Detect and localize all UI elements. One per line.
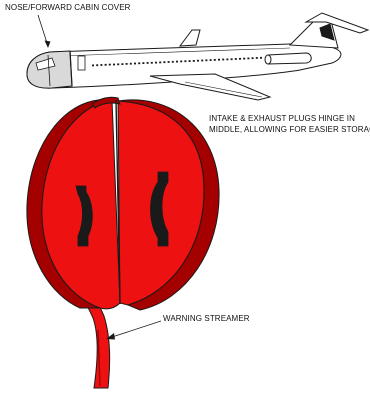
passenger-window [92, 65, 94, 67]
passenger-window [235, 58, 237, 60]
passenger-window [168, 61, 170, 63]
airplane-far-wing [180, 30, 200, 46]
passenger-window [205, 59, 207, 61]
passenger-window [210, 59, 212, 61]
passenger-window [163, 61, 165, 63]
intake-exhaust-plug [27, 97, 219, 388]
passenger-window [142, 62, 144, 64]
intake-exhaust-label-line1: INTAKE & EXHAUST PLUGS HINGE IN [209, 114, 370, 125]
passenger-window [193, 60, 195, 62]
passenger-window [172, 61, 174, 63]
passenger-window [121, 63, 123, 65]
passenger-window [126, 63, 128, 65]
passenger-window [201, 60, 203, 62]
passenger-window [180, 61, 182, 63]
nose-cover-label: NOSE/FORWARD CABIN COVER [5, 3, 131, 14]
passenger-window [184, 60, 186, 62]
intake-exhaust-label-line2: MIDDLE, ALLOWING FOR EASIER STORAGE [209, 125, 370, 136]
passenger-window [231, 58, 233, 60]
warning-streamer-leader [106, 321, 161, 340]
passenger-window [218, 59, 220, 61]
passenger-window [197, 60, 199, 62]
passenger-window [222, 59, 224, 61]
passenger-window [226, 59, 228, 61]
passenger-window [113, 64, 115, 66]
passenger-window [130, 63, 132, 65]
passenger-window [252, 57, 254, 59]
rear-engine [268, 53, 311, 64]
nose-cover-leader [38, 15, 51, 48]
airplane-illustration [27, 13, 368, 100]
passenger-window [260, 57, 262, 59]
passenger-window [117, 63, 119, 65]
passenger-window [134, 63, 136, 65]
passenger-window [105, 64, 107, 66]
passenger-window [239, 58, 241, 60]
passenger-window [243, 58, 245, 60]
passenger-window [247, 58, 249, 60]
cabin-door [78, 56, 85, 70]
passenger-window [155, 62, 157, 64]
intake-exhaust-label: INTAKE & EXHAUST PLUGS HINGE IN MIDDLE, … [209, 114, 370, 135]
engine-intake [265, 55, 271, 64]
warning-streamer-label: WARNING STREAMER [163, 314, 250, 325]
passenger-window [147, 62, 149, 64]
passenger-window [100, 64, 102, 66]
passenger-window [189, 60, 191, 62]
passenger-window [159, 62, 161, 64]
passenger-window [96, 64, 98, 66]
passenger-window [109, 64, 111, 66]
passenger-window [151, 62, 153, 64]
passenger-window [138, 62, 140, 64]
passenger-window [256, 57, 258, 59]
passenger-window [176, 61, 178, 63]
passenger-window [214, 59, 216, 61]
